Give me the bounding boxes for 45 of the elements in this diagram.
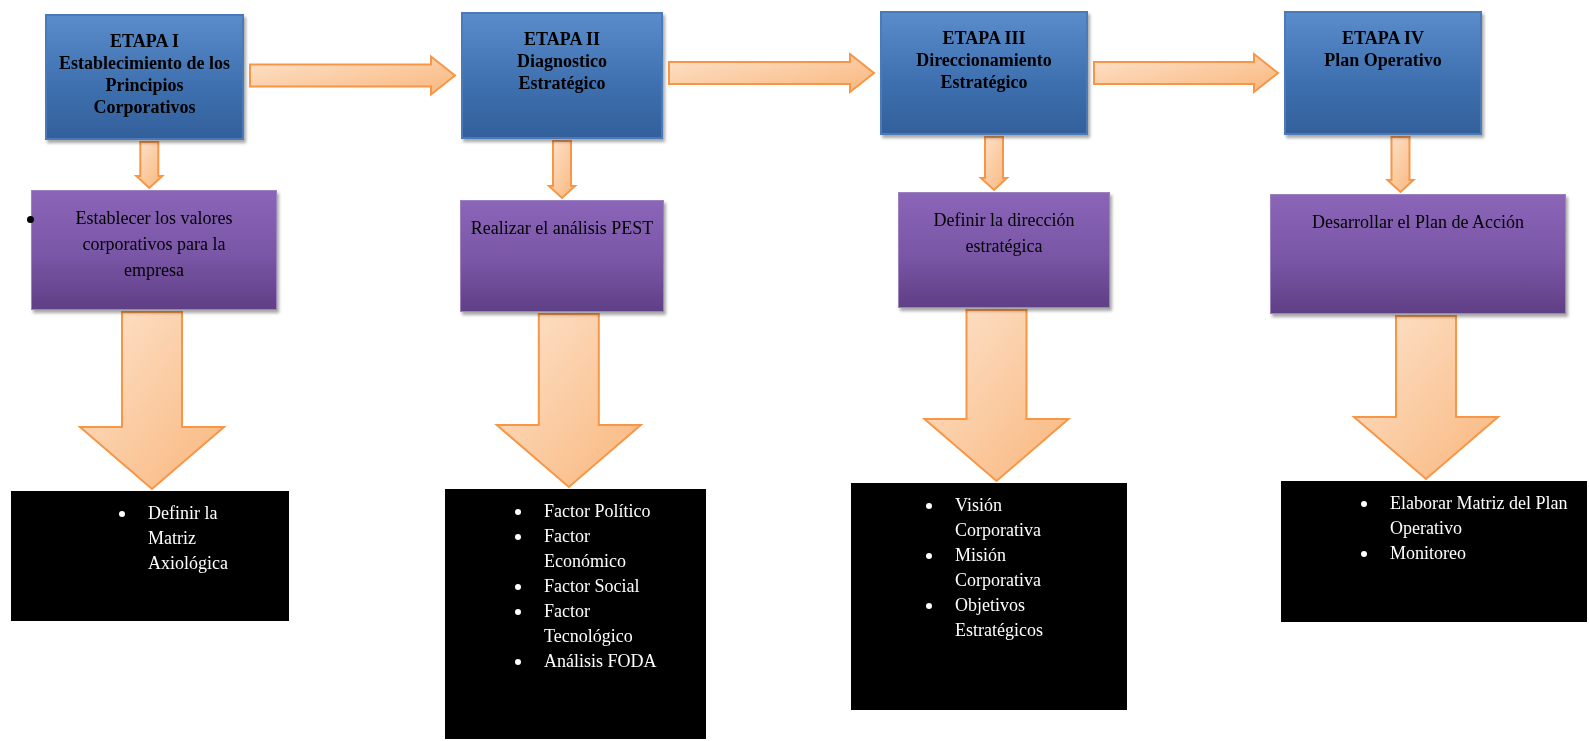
task-text: Desarrollar el Plan de Acción	[1311, 211, 1525, 234]
block-arrow	[494, 313, 644, 489]
list-item: Visión Corporativa	[955, 494, 1042, 542]
result-box	[1281, 481, 1587, 622]
result-box	[11, 491, 289, 621]
block-arrow	[133, 141, 165, 190]
list-item: Factor Social	[544, 575, 641, 598]
stage-title: ETAPA I	[110, 30, 179, 52]
block-arrow	[1351, 315, 1501, 481]
stage-box	[880, 11, 1088, 135]
block-arrow	[546, 140, 578, 200]
block-arrow	[249, 54, 457, 97]
stage-name: Diagnostico Estratégico	[516, 50, 608, 94]
block-arrow	[978, 136, 1010, 192]
block-arrow	[77, 311, 227, 491]
stage-box	[1284, 11, 1482, 135]
list-item: Definir la Matriz Axiológica	[148, 502, 229, 575]
list-item: Factor Económico	[544, 525, 627, 573]
stage-box	[461, 12, 663, 139]
stage-box	[45, 14, 244, 140]
stage-title: ETAPA III	[942, 27, 1026, 49]
stage-title: ETAPA II	[524, 28, 600, 50]
stage-name: Establecimiento de los Principios Corporativos	[58, 52, 231, 118]
list-item: Elaborar Matriz del Plan Operativo	[1390, 492, 1569, 540]
list-item: Análisis FODA	[544, 650, 658, 673]
task-box	[898, 192, 1110, 308]
list-item: Monitoreo	[1390, 542, 1467, 565]
stage-title: ETAPA IV	[1342, 27, 1424, 49]
list-item: Factor Político	[544, 500, 652, 523]
block-arrow	[1384, 136, 1417, 194]
task-text: Definir la dirección estratégica	[932, 209, 1076, 258]
stage-name: Direccionamiento Estratégico	[915, 49, 1053, 93]
block-arrow	[1093, 51, 1280, 95]
task-text: Establecer los valores corporativos para la empresa	[74, 207, 234, 282]
task-box	[1270, 194, 1566, 314]
stage-name: Plan Operativo	[1324, 49, 1442, 71]
task-box	[460, 200, 664, 312]
list-item: Factor Tecnológico	[544, 600, 634, 648]
block-arrow	[921, 309, 1072, 483]
list-item: Objetivos Estratégicos	[955, 594, 1044, 642]
block-arrow	[668, 51, 876, 95]
result-box	[445, 489, 706, 739]
result-box	[851, 483, 1127, 710]
list-item: Misión Corporativa	[955, 544, 1042, 592]
task-text: Realizar el análisis PEST	[469, 217, 655, 240]
